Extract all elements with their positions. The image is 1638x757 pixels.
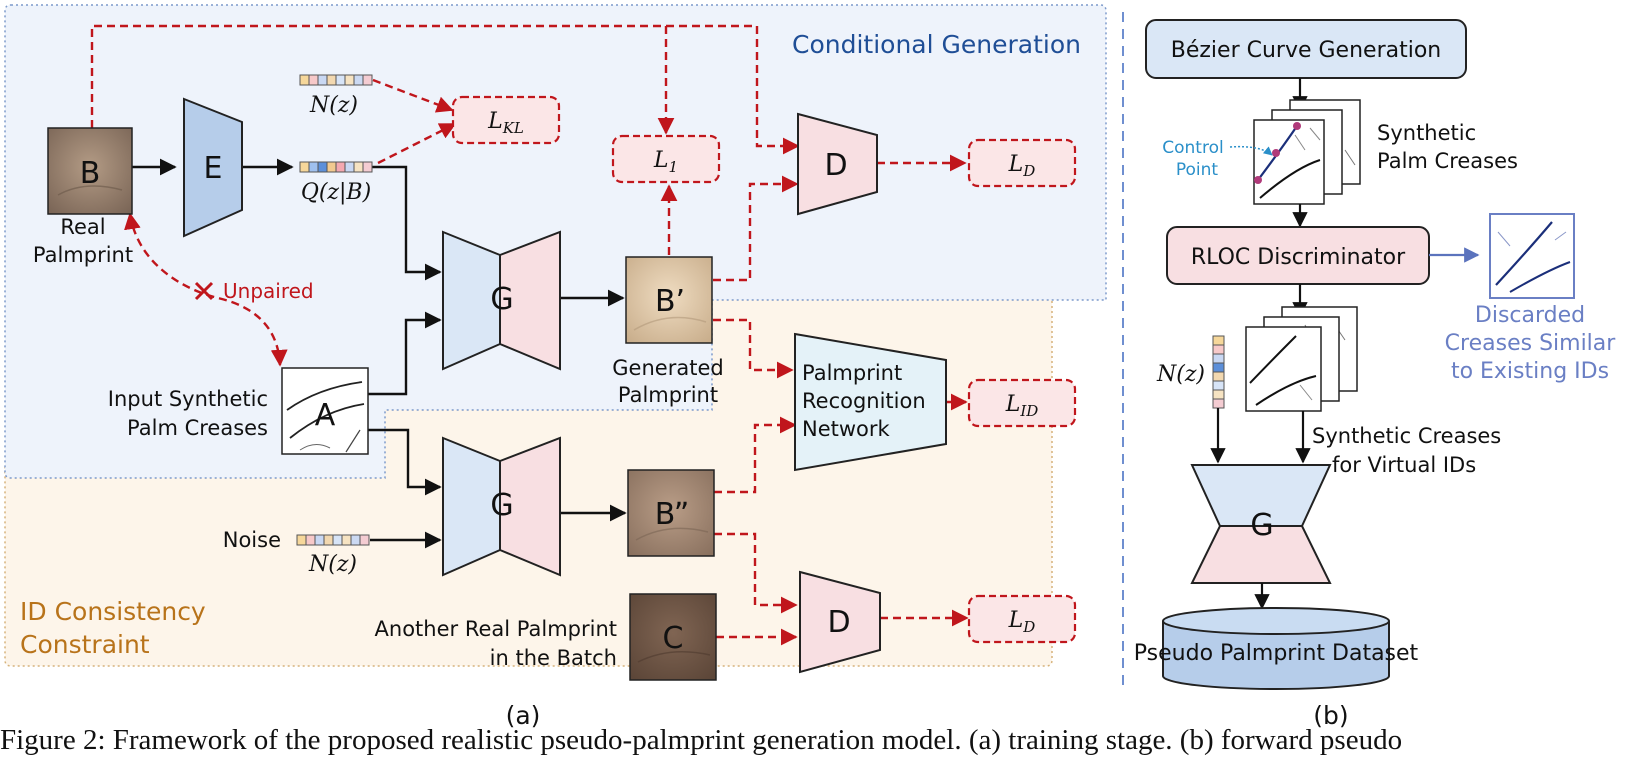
virtual-creases-label-line2: for Virtual IDs [1332,453,1476,477]
another-label-line1: Another Real Palmprint [375,617,617,641]
discarded-label-line2: Creases Similar [1445,331,1617,356]
panel-a-label: (a) [506,701,541,730]
loss-kl-box: LKL [451,95,561,145]
generated-label-line2: Palmprint [618,383,718,407]
discriminator-top: D [797,112,878,216]
unpaired-label: Unpaired [223,279,314,303]
virtual-creases-label-line1: Synthetic Creases [1312,424,1501,448]
input-label-line2: Palm Creases [127,416,268,440]
rloc-discriminator-box: RLOC Discriminator [1166,226,1430,285]
bezier-curve-generation-box: Bézier Curve Generation [1145,19,1467,79]
nz-label-noise: N(z) [308,552,357,577]
generated-palmprint-letter: B’ [655,284,685,319]
latent-vector-nz-vertical [1212,335,1225,409]
loss-d-box-top: LD [967,138,1077,188]
another-real-palmprint-image: C [629,593,717,681]
latent-vector-nz [299,74,373,86]
discriminator-top-letter: D [824,148,847,183]
loss-connectors [90,24,969,646]
generated-palmprint-2-letter: B” [655,497,689,532]
input-crease-letter: A [315,398,336,433]
control-point-pointer [1229,145,1273,156]
recognition-line3: Network [802,417,891,441]
loss-d-bottom-symbol: L [1008,608,1024,633]
another-palmprint-letter: C [663,621,684,656]
qz-label: Q(z|B) [301,180,371,205]
generator-forward: G [1190,464,1332,584]
discriminator-bottom: D [799,570,881,674]
conditional-generation-title: Conditional Generation [792,30,1081,59]
dataset-label: Pseudo Palmprint Dataset [1134,641,1419,666]
recognition-line1: Palmprint [802,361,902,385]
rloc-label: RLOC Discriminator [1191,245,1406,270]
unpaired-marker: Unpaired [194,279,314,303]
id-consistency-title-line2: Constraint [20,630,150,659]
encoder-letter: E [204,151,223,186]
generator-bottom: G [442,436,561,577]
loss-l1-box: L1 [611,134,721,184]
noise-vector [296,534,370,546]
panel-b-label: (b) [1313,701,1348,730]
loss-kl-subscript: KL [502,119,524,137]
noise-label: Noise [223,528,281,552]
svg-text:LD: LD [1008,152,1036,180]
discarded-label-line1: Discarded [1475,303,1585,328]
loss-l1-subscript: 1 [669,158,679,176]
svg-text:LD: LD [1008,608,1036,636]
svg-text:LID: LID [1005,392,1039,420]
generated-label-line1: Generated [612,356,723,380]
virtual-crease-stack [1245,306,1358,412]
discriminator-bottom-letter: D [827,605,850,640]
svg-text:LKL: LKL [487,109,524,137]
loss-d-box-bottom: LD [967,594,1077,644]
generator-top-letter: G [490,282,513,317]
pseudo-palmprint-dataset: Pseudo Palmprint Dataset [1134,607,1419,690]
real-palmprint-label-line2: Palmprint [33,243,133,267]
palmprint-recognition-network: Palmprint Recognition Network [794,332,947,472]
generator-bottom-letter: G [490,488,513,523]
bezier-label: Bézier Curve Generation [1171,38,1442,63]
loss-d-bottom-subscript: D [1022,618,1035,636]
loss-kl-symbol: L [487,109,503,134]
synthetic-creases-label-line2: Palm Creases [1377,149,1518,173]
input-label-line1: Input Synthetic [108,387,268,411]
generated-palmprint-2-image: B” [627,469,715,557]
discarded-crease-image [1489,213,1575,299]
real-palmprint-letter: B [80,156,101,191]
control-point-label-line2: Point [1176,160,1219,180]
discarded-label-line3: to Existing IDs [1451,359,1609,384]
svg-text:L1: L1 [653,148,678,176]
id-consistency-title-line1: ID Consistency [20,597,206,626]
real-palmprint-image: B [47,127,133,215]
latent-vector-qz [299,161,373,173]
figure-caption: Figure 2: Framework of the proposed real… [0,724,1403,756]
synthetic-crease-stack [1253,99,1361,205]
control-point-label-line1: Control [1162,138,1223,158]
loss-id-subscript: ID [1019,402,1038,420]
encoder-block: E [183,97,243,238]
loss-l1-symbol: L [653,148,669,173]
loss-id-symbol: L [1005,392,1021,417]
loss-d-top-symbol: L [1008,152,1024,177]
nz-label-top: N(z) [309,93,358,118]
another-label-line2: in the Batch [490,646,617,670]
input-crease-image: A [281,367,369,455]
generator-forward-letter: G [1250,508,1273,543]
real-palmprint-label-line1: Real [60,215,105,239]
loss-id-box: LID [967,378,1077,428]
data-flow-connectors [132,158,627,549]
recognition-line2: Recognition [802,389,926,413]
generated-palmprint-image: B’ [625,256,713,344]
synthetic-creases-label-line1: Synthetic [1377,121,1476,145]
generator-top: G [442,230,561,371]
nz-label-vertical: N(z) [1156,362,1205,387]
loss-d-top-subscript: D [1022,162,1035,180]
